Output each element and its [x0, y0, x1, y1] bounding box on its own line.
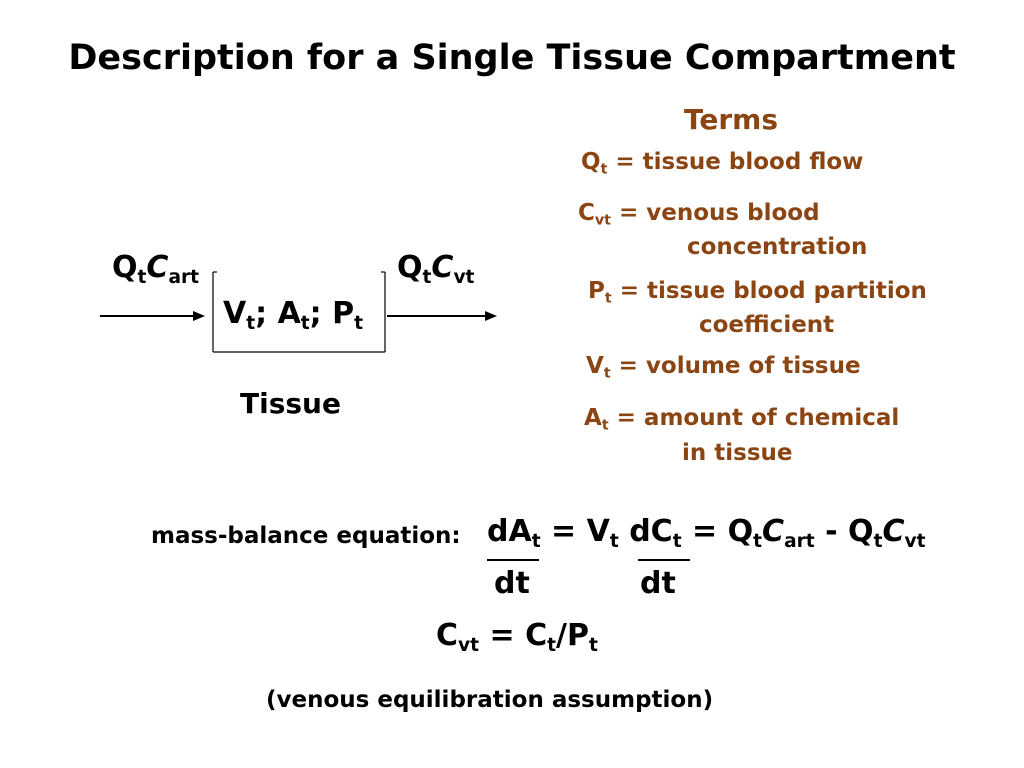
- fraction-bar-2: [638, 559, 690, 561]
- term-subscript: t: [604, 290, 612, 307]
- equilibrium-note: (venous equilibration assumption): [266, 687, 714, 713]
- dA-numerator: dAt: [487, 514, 541, 552]
- equilibrium-equation: Cvt = Ct/Pt: [436, 618, 598, 656]
- term-at: At = amount of chemical: [584, 401, 899, 435]
- term-symbol: C: [578, 200, 595, 226]
- compartment-diagram: QtCart QtCvt Vt; At; Pt Tissue: [95, 250, 515, 420]
- term-qt: Qt = tissue blood flow: [581, 145, 863, 179]
- term-symbol: P: [588, 278, 605, 304]
- tissue-caption: Tissue: [240, 387, 341, 420]
- term-definition: = tissue blood flow: [615, 149, 864, 175]
- term-cvt-continuation: concentration: [687, 234, 868, 260]
- inflow-label: QtCart: [112, 250, 200, 288]
- term-subscript: t: [600, 161, 608, 178]
- mass-balance-equation: dAt = Vt dCt = QtCart - QtCvt: [487, 514, 926, 552]
- outflow-label: QtCvt: [397, 250, 475, 288]
- equation-label: mass-balance equation:: [151, 523, 461, 549]
- dt-denominator-2: dt: [640, 566, 676, 601]
- dC-numerator: dCt: [629, 514, 682, 552]
- compartment-diagram-lines: [100, 271, 497, 353]
- term-symbol: Q: [581, 149, 601, 175]
- term-definition: = tissue blood partition: [619, 278, 927, 304]
- term-at-continuation: in tissue: [682, 440, 793, 466]
- page-title: Description for a Single Tissue Compartm…: [68, 38, 956, 78]
- term-definition: = amount of chemical: [616, 405, 900, 431]
- compartment-box-label: Vt; At; Pt: [223, 296, 364, 334]
- term-vt: Vt = volume of tissue: [586, 349, 861, 383]
- term-definition: = volume of tissue: [618, 353, 861, 379]
- term-symbol: V: [586, 353, 604, 379]
- term-pt-continuation: coefficient: [699, 312, 835, 338]
- term-definition: = venous blood: [619, 200, 820, 226]
- term-subscript: vt: [594, 212, 611, 229]
- dt-denominator-1: dt: [494, 566, 530, 601]
- inflow-arrowhead: [193, 311, 205, 321]
- fraction-bar-1: [487, 559, 539, 561]
- term-cvt: Cvt = venous blood: [578, 196, 820, 230]
- outflow-arrowhead: [485, 311, 497, 321]
- term-symbol: A: [584, 405, 602, 431]
- terms-heading: Terms: [684, 103, 779, 136]
- term-subscript: t: [603, 365, 611, 382]
- term-subscript: t: [601, 417, 609, 434]
- term-pt: Pt = tissue blood partition: [588, 274, 927, 308]
